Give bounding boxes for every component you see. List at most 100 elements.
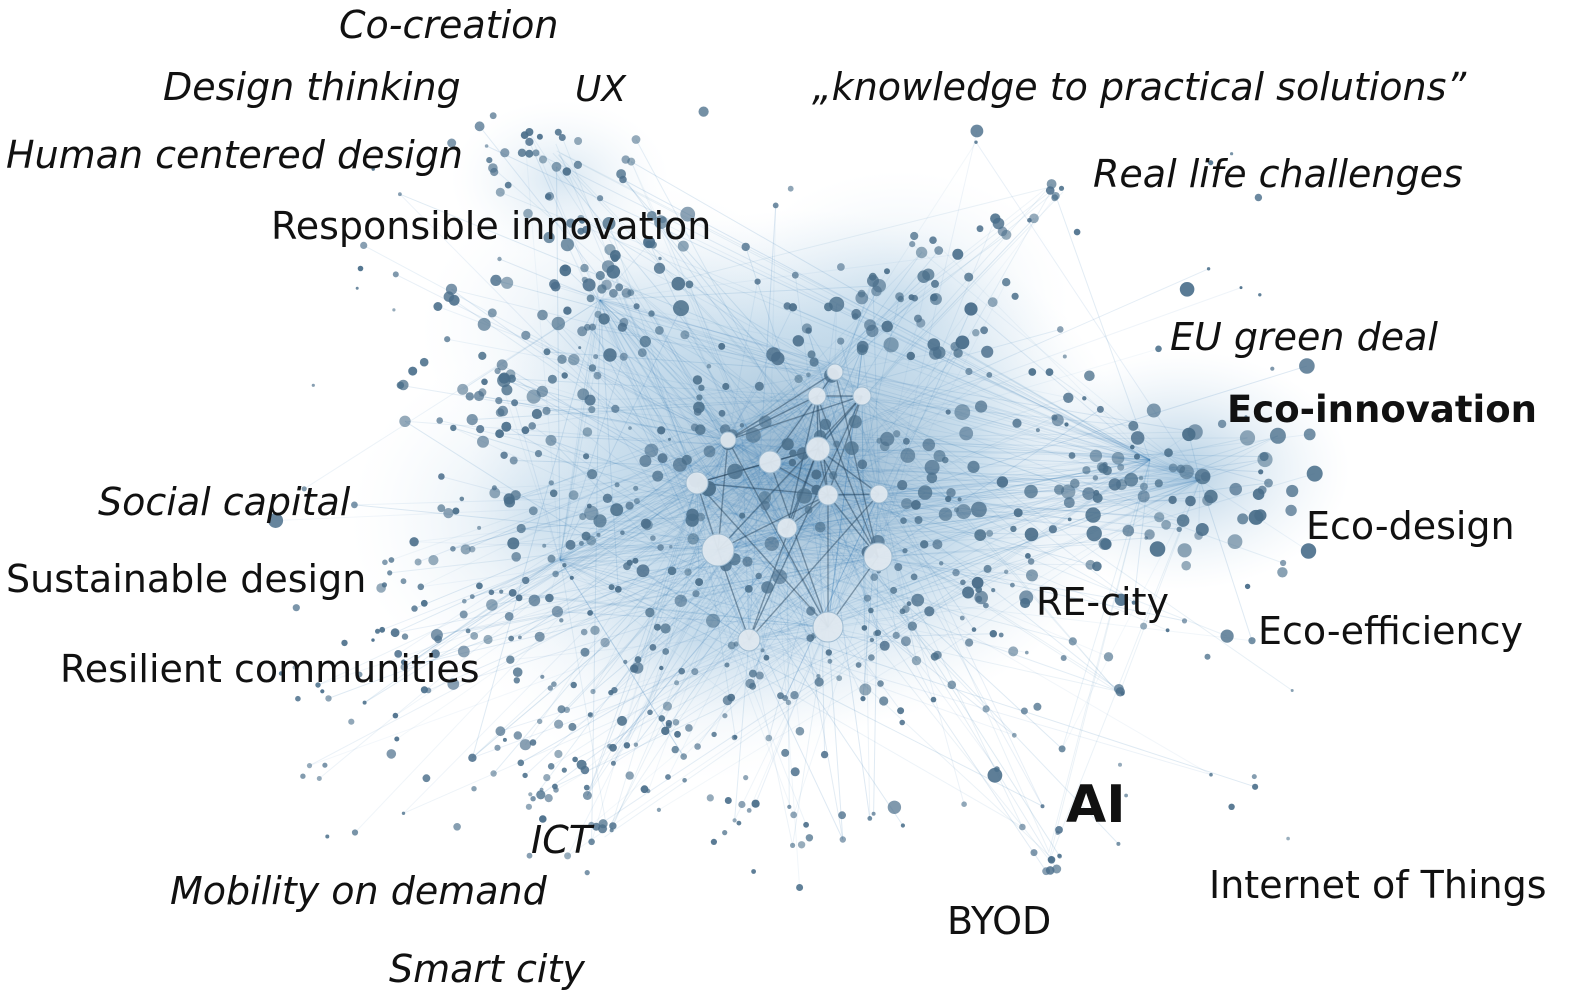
graph-node xyxy=(1122,524,1135,537)
graph-edge xyxy=(701,387,819,450)
graph-edge xyxy=(827,494,1098,567)
graph-node xyxy=(687,533,699,545)
graph-node xyxy=(1299,358,1315,374)
core-edge xyxy=(717,395,863,551)
graph-node xyxy=(382,559,388,566)
graph-node xyxy=(495,429,504,439)
graph-edge xyxy=(566,244,750,641)
graph-node xyxy=(1011,732,1017,738)
graph-node xyxy=(316,776,322,781)
graph-node xyxy=(836,675,843,682)
graph-node xyxy=(650,535,656,541)
graph-node xyxy=(633,303,640,310)
graph-node xyxy=(692,375,703,385)
graph-edge xyxy=(696,482,1160,518)
graph-edge xyxy=(555,626,829,791)
graph-node xyxy=(998,632,1004,638)
graph-edge xyxy=(532,371,836,427)
graph-node xyxy=(931,279,939,288)
graph-node xyxy=(623,742,631,749)
graph-edge xyxy=(550,556,879,767)
graph-node xyxy=(1154,479,1163,488)
graph-node xyxy=(974,529,987,541)
graph-node xyxy=(592,822,601,831)
graph-node xyxy=(513,677,520,684)
graph-node xyxy=(1120,691,1125,696)
graph-node xyxy=(468,753,477,762)
graph-edge xyxy=(717,482,1269,551)
graph-node xyxy=(483,634,493,645)
graph-edge xyxy=(555,461,771,575)
graph-node xyxy=(486,157,493,164)
graph-node xyxy=(1035,428,1040,433)
graph-edge xyxy=(786,496,1211,529)
graph-edge xyxy=(791,371,836,463)
graph-node xyxy=(906,351,915,361)
graph-node xyxy=(807,350,816,359)
graph-edge xyxy=(827,218,996,628)
graph-edge xyxy=(696,283,936,484)
graph-node xyxy=(685,513,699,527)
graph-node xyxy=(355,286,359,290)
graph-edge xyxy=(769,141,977,463)
hub-node xyxy=(805,436,831,462)
core-edge xyxy=(727,371,836,441)
graph-node xyxy=(983,602,989,609)
graph-edge xyxy=(786,280,874,529)
graph-node xyxy=(806,606,816,616)
graph-edge xyxy=(564,267,771,463)
graph-node xyxy=(868,654,875,661)
graph-node xyxy=(694,743,701,750)
label-design-thinking: Design thinking xyxy=(163,65,461,109)
graph-node xyxy=(892,631,900,640)
graph-edge xyxy=(441,476,719,551)
graph-node xyxy=(582,791,592,800)
graph-edge xyxy=(829,479,1201,662)
label-real-life-challenges: Real life challenges xyxy=(1093,152,1463,196)
graph-edge xyxy=(508,395,818,500)
graph-node xyxy=(539,787,544,792)
graph-edge xyxy=(827,281,1007,628)
graph-node xyxy=(627,289,635,296)
graph-node xyxy=(706,613,720,628)
graph-edge xyxy=(559,447,852,561)
graph-node xyxy=(658,715,666,722)
graph-node xyxy=(1286,836,1290,841)
graph-node xyxy=(569,575,574,580)
graph-node xyxy=(640,518,652,529)
graph-edge xyxy=(802,453,829,628)
graph-node xyxy=(589,323,596,331)
graph-edge xyxy=(769,461,1144,488)
graph-edge xyxy=(590,626,829,826)
graph-node xyxy=(450,424,457,432)
graph-node xyxy=(379,626,386,633)
graph-node xyxy=(488,163,498,173)
graph-node xyxy=(1286,484,1299,498)
graph-node xyxy=(626,559,633,566)
graph-node xyxy=(901,498,913,510)
core-edge xyxy=(717,494,829,551)
graph-edge xyxy=(1049,459,1151,857)
graph-edge xyxy=(1061,479,1201,750)
hub-node xyxy=(719,431,737,449)
graph-edge xyxy=(599,299,904,522)
graph-edge xyxy=(633,527,788,669)
graph-edge xyxy=(397,439,729,655)
graph-node xyxy=(552,570,559,578)
graph-edge xyxy=(556,166,561,561)
graph-node xyxy=(600,637,610,648)
graph-node xyxy=(459,610,468,619)
graph-edge xyxy=(591,299,601,842)
graph-node xyxy=(627,157,636,166)
graph-node xyxy=(525,128,534,136)
graph-edge xyxy=(649,395,818,613)
graph-node xyxy=(945,495,952,503)
graph-edge xyxy=(709,450,880,495)
core-edge xyxy=(769,371,836,463)
graph-edge xyxy=(452,482,698,550)
graph-edge xyxy=(354,479,1201,506)
graph-node xyxy=(656,807,662,813)
graph-node xyxy=(532,149,540,157)
graph-edge xyxy=(725,395,818,566)
graph-node xyxy=(859,683,872,696)
